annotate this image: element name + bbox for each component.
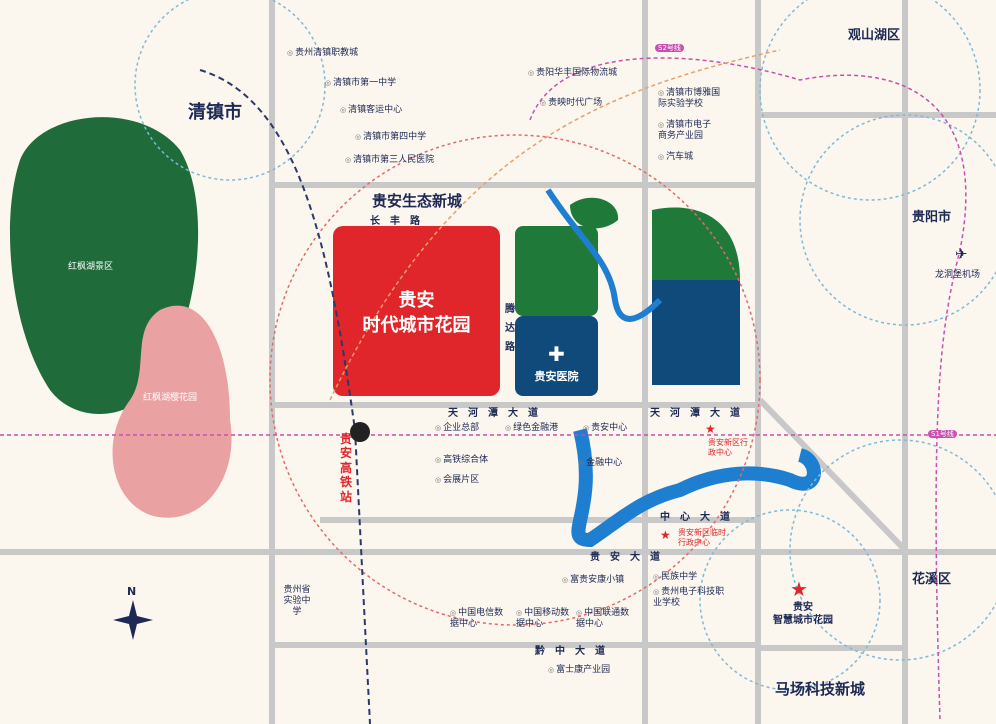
label-hospital: 贵安医院	[534, 370, 579, 383]
road-changfeng: 长丰路	[370, 216, 430, 227]
ring-red	[269, 134, 761, 626]
poi: 贵州清镇职教城	[287, 48, 358, 59]
smart-name-1: 贵安	[793, 602, 813, 613]
label-airport: 龙洞堡机场	[935, 270, 981, 280]
rail-dark	[199, 69, 371, 724]
park-block	[515, 226, 598, 316]
cross-icon: ✚	[548, 342, 565, 366]
star-icon: ★	[790, 577, 808, 601]
poi: 富士康产业园	[548, 665, 610, 676]
smart-name-2: 智慧城市花园	[773, 615, 833, 626]
star-icon: ★	[660, 528, 671, 542]
badge-s2: S2号线	[655, 44, 684, 53]
compass-north: N	[127, 585, 137, 598]
poi: 中国电信数据中心	[450, 608, 510, 630]
road-qianzhong: 黔中大道	[535, 646, 615, 657]
river	[571, 428, 821, 548]
star-icon: ★	[705, 422, 716, 436]
metro-loop	[529, 57, 967, 721]
poi: 贵州省实验中学	[283, 585, 311, 617]
project-name-1: 贵安	[398, 290, 435, 311]
district-guiyang: 贵阳市	[912, 210, 952, 225]
road-tianhetan-east: 天河潭大道	[650, 408, 750, 419]
poi: 企业总部	[435, 423, 479, 434]
district-guian-eco: 贵安生态新城	[372, 192, 463, 210]
project-block	[333, 226, 500, 396]
district-machang: 马场科技新城	[775, 680, 866, 698]
rail-orange	[329, 49, 781, 401]
poi: 中国联通数据中心	[576, 608, 636, 630]
road-tianhetan: 天河潭大道	[448, 408, 548, 419]
poi: 清镇市第三人民医院	[345, 155, 434, 166]
poi: 富贵安康小镇	[562, 575, 624, 586]
project-name-2: 时代城市花园	[362, 315, 471, 336]
sakura-park	[112, 305, 232, 518]
poi: 中国移动数据中心	[516, 608, 576, 630]
label-hongfenghu: 红枫湖景区	[68, 262, 114, 272]
poi: 清镇市电子商务产业园	[658, 120, 718, 142]
poi: 高铁综合体	[435, 455, 488, 466]
poi: 民族中学	[653, 572, 697, 583]
park-small	[570, 197, 619, 229]
poi: 清镇市第四中学	[355, 132, 426, 143]
lake-ne	[652, 280, 740, 385]
hospital-block	[515, 316, 598, 396]
compass	[113, 600, 153, 640]
poi: 金融中心	[578, 458, 622, 469]
poi: 绿色金融港	[505, 423, 558, 434]
label-sakura: 红枫湖樱花园	[143, 393, 198, 403]
poi: 清镇客运中心	[340, 105, 402, 116]
river-north	[545, 188, 663, 322]
airplane-icon: ✈	[955, 245, 968, 263]
poi: 会展片区	[435, 475, 479, 486]
road-tenda: 腾达路	[505, 304, 515, 353]
poi: 贵州电子科技职业学校	[653, 587, 733, 609]
poi: 贵映时代广场	[540, 98, 602, 109]
road-zhongxin: 中心大道	[660, 512, 740, 523]
station-icon	[350, 422, 370, 442]
label-admin-temp: 贵安新区临时行政中心	[678, 528, 726, 547]
poi: 贵阳华丰国际物流城	[528, 68, 617, 79]
district-huaxi: 花溪区	[912, 572, 952, 587]
district-qingzhen: 清镇市	[188, 102, 242, 123]
district-guanshanhu: 观山湖区	[848, 28, 901, 43]
park-ne	[652, 207, 740, 280]
poi: 清镇市第一中学	[325, 78, 396, 89]
poi: 贵安中心	[583, 423, 627, 434]
poi: 汽车城	[658, 152, 693, 163]
poi: 清镇市博雅国际实验学校	[658, 88, 728, 110]
label-admin: 贵安新区行政中心	[708, 438, 748, 457]
label-station: 贵安高铁站	[340, 432, 353, 504]
badge-s1: S1号线	[928, 430, 957, 439]
road-guian: 贵安大道	[590, 552, 670, 563]
